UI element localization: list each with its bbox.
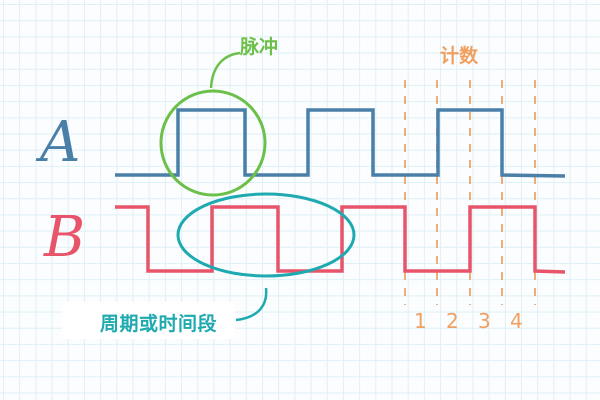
period-highlight-ellipse	[176, 192, 356, 278]
period-label: 周期或时间段	[100, 313, 218, 335]
count-number-2: 2	[446, 309, 459, 333]
count-number-3: 3	[478, 309, 491, 333]
period-leader-line	[235, 287, 268, 322]
period-label-box	[62, 302, 235, 339]
count-label: 计数	[440, 45, 479, 67]
count-number-1: 1	[414, 309, 427, 333]
signal-a-label: A	[40, 110, 81, 175]
pulse-highlight-circle	[159, 89, 267, 197]
count-number-4: 4	[510, 309, 523, 333]
signal-b-label: B	[44, 205, 86, 270]
signal-b-waveform	[115, 205, 566, 274]
signal-a-waveform	[115, 108, 566, 178]
pulse-label: 脉冲	[240, 36, 279, 58]
pulse-leader-line	[209, 51, 241, 89]
